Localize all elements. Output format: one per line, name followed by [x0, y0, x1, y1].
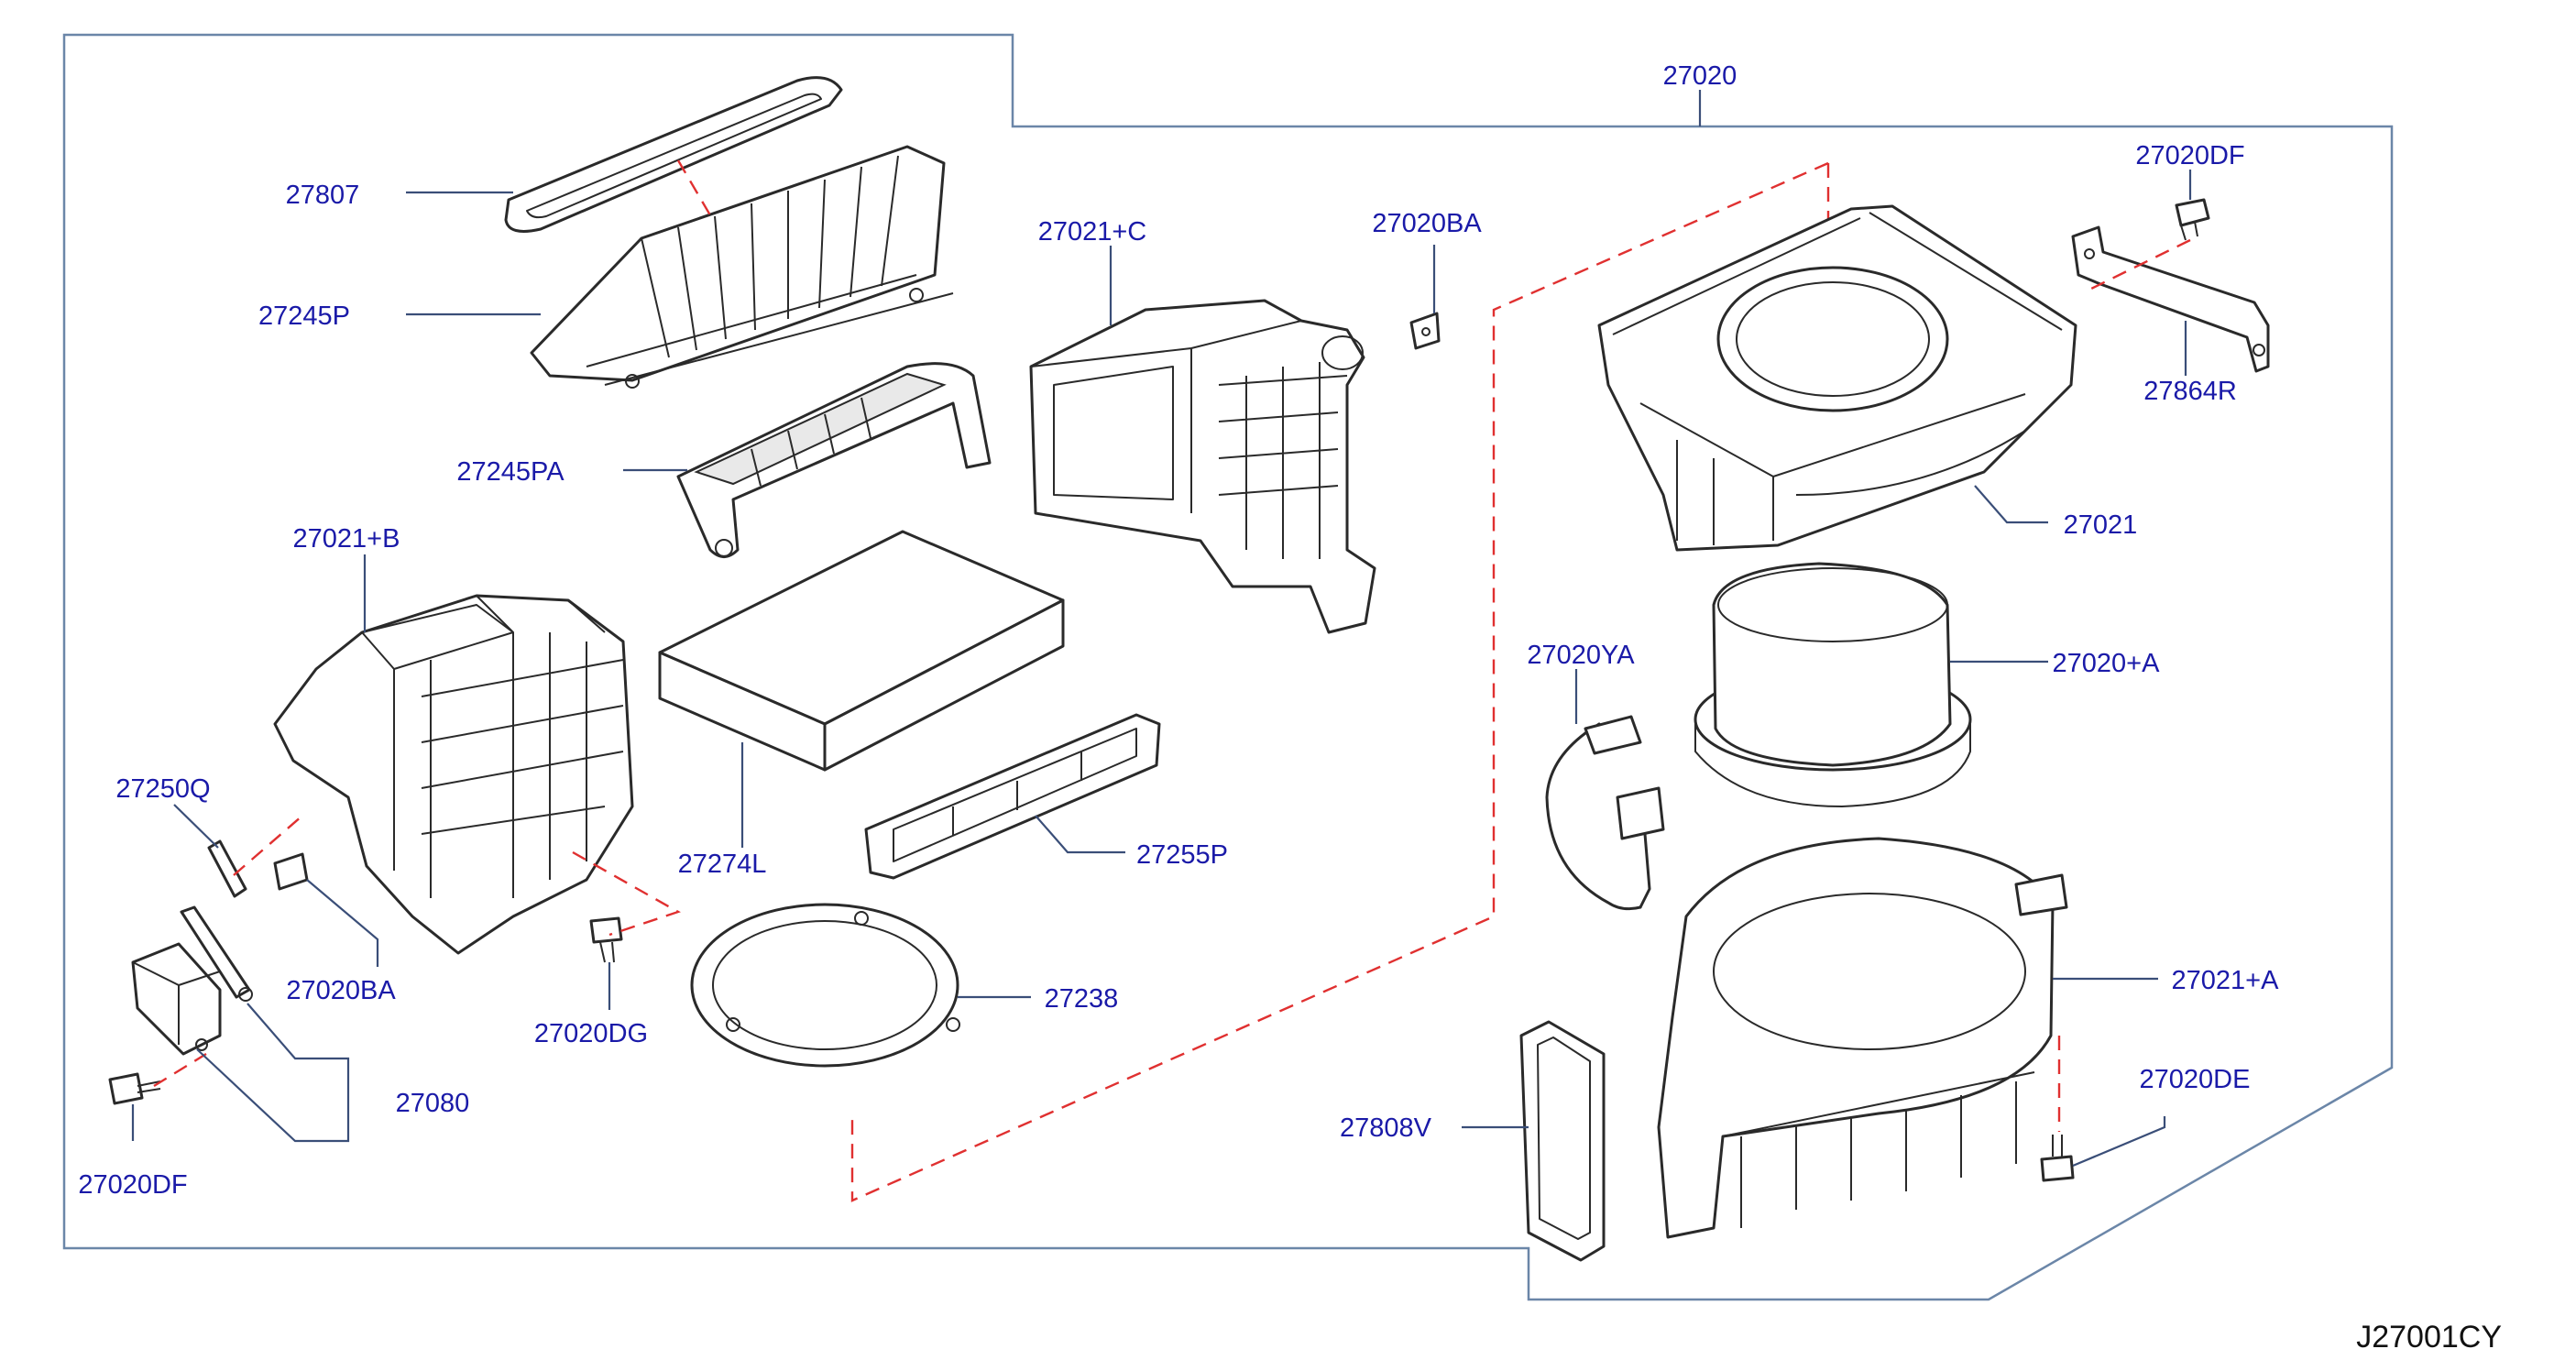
lower-case-a-drawing — [1657, 837, 2068, 1239]
leader-rod-q — [173, 804, 219, 849]
intake-housing-b-drawing — [273, 594, 634, 955]
label-harness-ya: 27020YA — [1527, 641, 1635, 670]
seal-ring-drawing — [690, 903, 960, 1068]
leader-actuator — [196, 1003, 350, 1143]
label-filter-bracket: 27245P — [258, 302, 350, 331]
label-bolt-dg: 27020DG — [534, 1019, 648, 1048]
label-filter-l: 27274L — [678, 850, 767, 879]
harness-ya-drawing — [1545, 715, 1665, 911]
label-motor-a: 27020+A — [2053, 649, 2161, 678]
label-clip-ba-upper: 27020BA — [1372, 209, 1482, 238]
leader-upper-case — [1974, 485, 2048, 524]
label-lower-case-a: 27021+A — [2172, 966, 2280, 995]
leader-filter-frame-p — [1035, 815, 1125, 854]
filter-element-drawing — [658, 530, 1065, 772]
label-clip-ba-lower: 27020BA — [286, 976, 396, 1005]
label-rod-q: 27250Q — [115, 774, 210, 804]
fastener-dashed-lines — [153, 159, 715, 1088]
stay-r-drawing — [2071, 225, 2270, 373]
stay-bolt-dashed — [2088, 238, 2191, 291]
label-filter-cover: 27807 — [286, 181, 360, 210]
filter-frame-drawing — [864, 713, 1161, 880]
label-seal-ring: 27238 — [1045, 984, 1119, 1014]
actuator-drawing — [131, 942, 222, 1056]
clip-ba-lower-drawing — [273, 852, 309, 891]
filter-cover-a-drawing — [676, 362, 992, 558]
bolt-de-drawing — [2040, 1135, 2075, 1182]
label-seal-v: 27808V — [1340, 1113, 1432, 1143]
filter-bracket-drawing — [530, 145, 954, 389]
upper-case-drawing — [1597, 204, 2077, 552]
bolt-df-upper-drawing — [2175, 198, 2210, 241]
leader-clip-ba-lower — [306, 879, 379, 967]
label-upper-case: 27021 — [2064, 510, 2138, 540]
bolt-df-lower-drawing — [108, 1072, 161, 1105]
label-bolt-df-lower: 27020DF — [78, 1170, 187, 1200]
label-stay-r: 27864R — [2143, 377, 2237, 406]
seal-v-drawing — [1519, 1020, 1606, 1262]
bolt-dg-drawing — [589, 916, 623, 963]
assembly-frame — [62, 33, 2394, 1301]
leader-bolt-de — [2072, 1116, 2166, 1168]
rod-q-drawing — [180, 839, 253, 1002]
filter-cover-drawing — [504, 76, 843, 233]
label-bolt-df-upper: 27020DF — [2135, 141, 2244, 170]
label-actuator: 27080 — [396, 1089, 470, 1118]
drawing-code: J27001CY — [2356, 1320, 2502, 1355]
label-filter-frame-p: 27255P — [1136, 840, 1228, 870]
label-filter-cover-a: 27245PA — [456, 457, 565, 487]
clip-ba-upper-drawing — [1409, 312, 1441, 350]
label-intake-housing-b: 27021+B — [293, 524, 400, 554]
blower-motor-drawing — [1694, 562, 1972, 807]
label-bolt-de: 27020DE — [2140, 1065, 2251, 1094]
intake-housing-c-drawing — [1029, 299, 1376, 634]
label-assembly: 27020 — [1663, 61, 1737, 91]
label-intake-housing-c: 27021+C — [1038, 217, 1147, 247]
